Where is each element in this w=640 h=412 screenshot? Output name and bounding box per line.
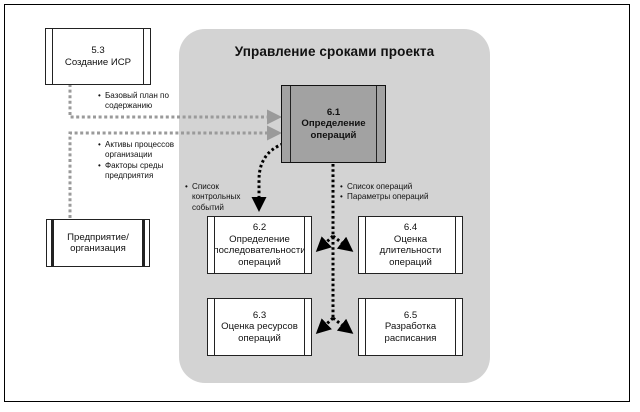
- flow-note-item: Активы процессов организации: [98, 140, 178, 161]
- process-name: Оценка длительности операций: [379, 233, 442, 268]
- diagram-frame: [4, 4, 630, 402]
- flow-note-item: Список операций: [340, 182, 450, 193]
- flow-note-item: Список контрольных событий: [185, 182, 257, 213]
- arrow-to-schedule: [332, 316, 354, 334]
- process-number: 6.2: [252, 222, 267, 233]
- flow-note-activities: Список операций Параметры операций: [340, 182, 450, 203]
- process-name: Создание ИСР: [64, 56, 132, 68]
- arrow-to-sequence: [315, 234, 335, 253]
- process-name: Оценка ресурсов операций: [221, 321, 298, 344]
- process-number: 6.5: [403, 309, 418, 321]
- panel-title: Управление сроками проекта: [234, 44, 435, 59]
- flow-note-scope-baseline: Базовый план по содержанию: [98, 91, 178, 112]
- process-estimate-durations: 6.4 Оценка длительности операций: [358, 216, 463, 274]
- process-name: Предприятие/ организация: [67, 231, 129, 255]
- process-number: 6.3: [252, 309, 267, 321]
- process-number: 6.1: [326, 106, 341, 118]
- process-create-wbs: 5.3 Создание ИСР: [45, 28, 151, 85]
- process-estimate-resources: 6.3 Оценка ресурсов операций: [207, 298, 312, 356]
- arrow-to-resources: [315, 316, 335, 335]
- flow-note-item: Факторы среды предприятия: [98, 161, 178, 182]
- arrow-to-duration: [332, 234, 354, 252]
- process-name: Определение последовательности операций: [213, 233, 306, 268]
- process-develop-schedule: 6.5 Разработка расписания: [358, 298, 463, 356]
- process-name: Определение операций: [301, 118, 366, 141]
- flow-note-item: Базовый план по содержанию: [98, 91, 178, 112]
- enterprise-organization: Предприятие/ организация: [46, 219, 150, 267]
- process-name: Разработка расписания: [384, 321, 437, 344]
- flow-note-milestones: Список контрольных событий: [185, 182, 257, 213]
- process-number: 6.4: [403, 222, 418, 233]
- flow-note-enterprise: Активы процессов организации Факторы сре…: [98, 140, 178, 181]
- arrow-enterprise-to-define: [68, 125, 282, 218]
- process-number: 5.3: [91, 45, 105, 56]
- process-sequence-activities: 6.2 Определение последовательности опера…: [207, 216, 312, 274]
- process-define-activities: 6.1 Определение операций: [281, 85, 386, 163]
- flow-note-item: Параметры операций: [340, 192, 450, 203]
